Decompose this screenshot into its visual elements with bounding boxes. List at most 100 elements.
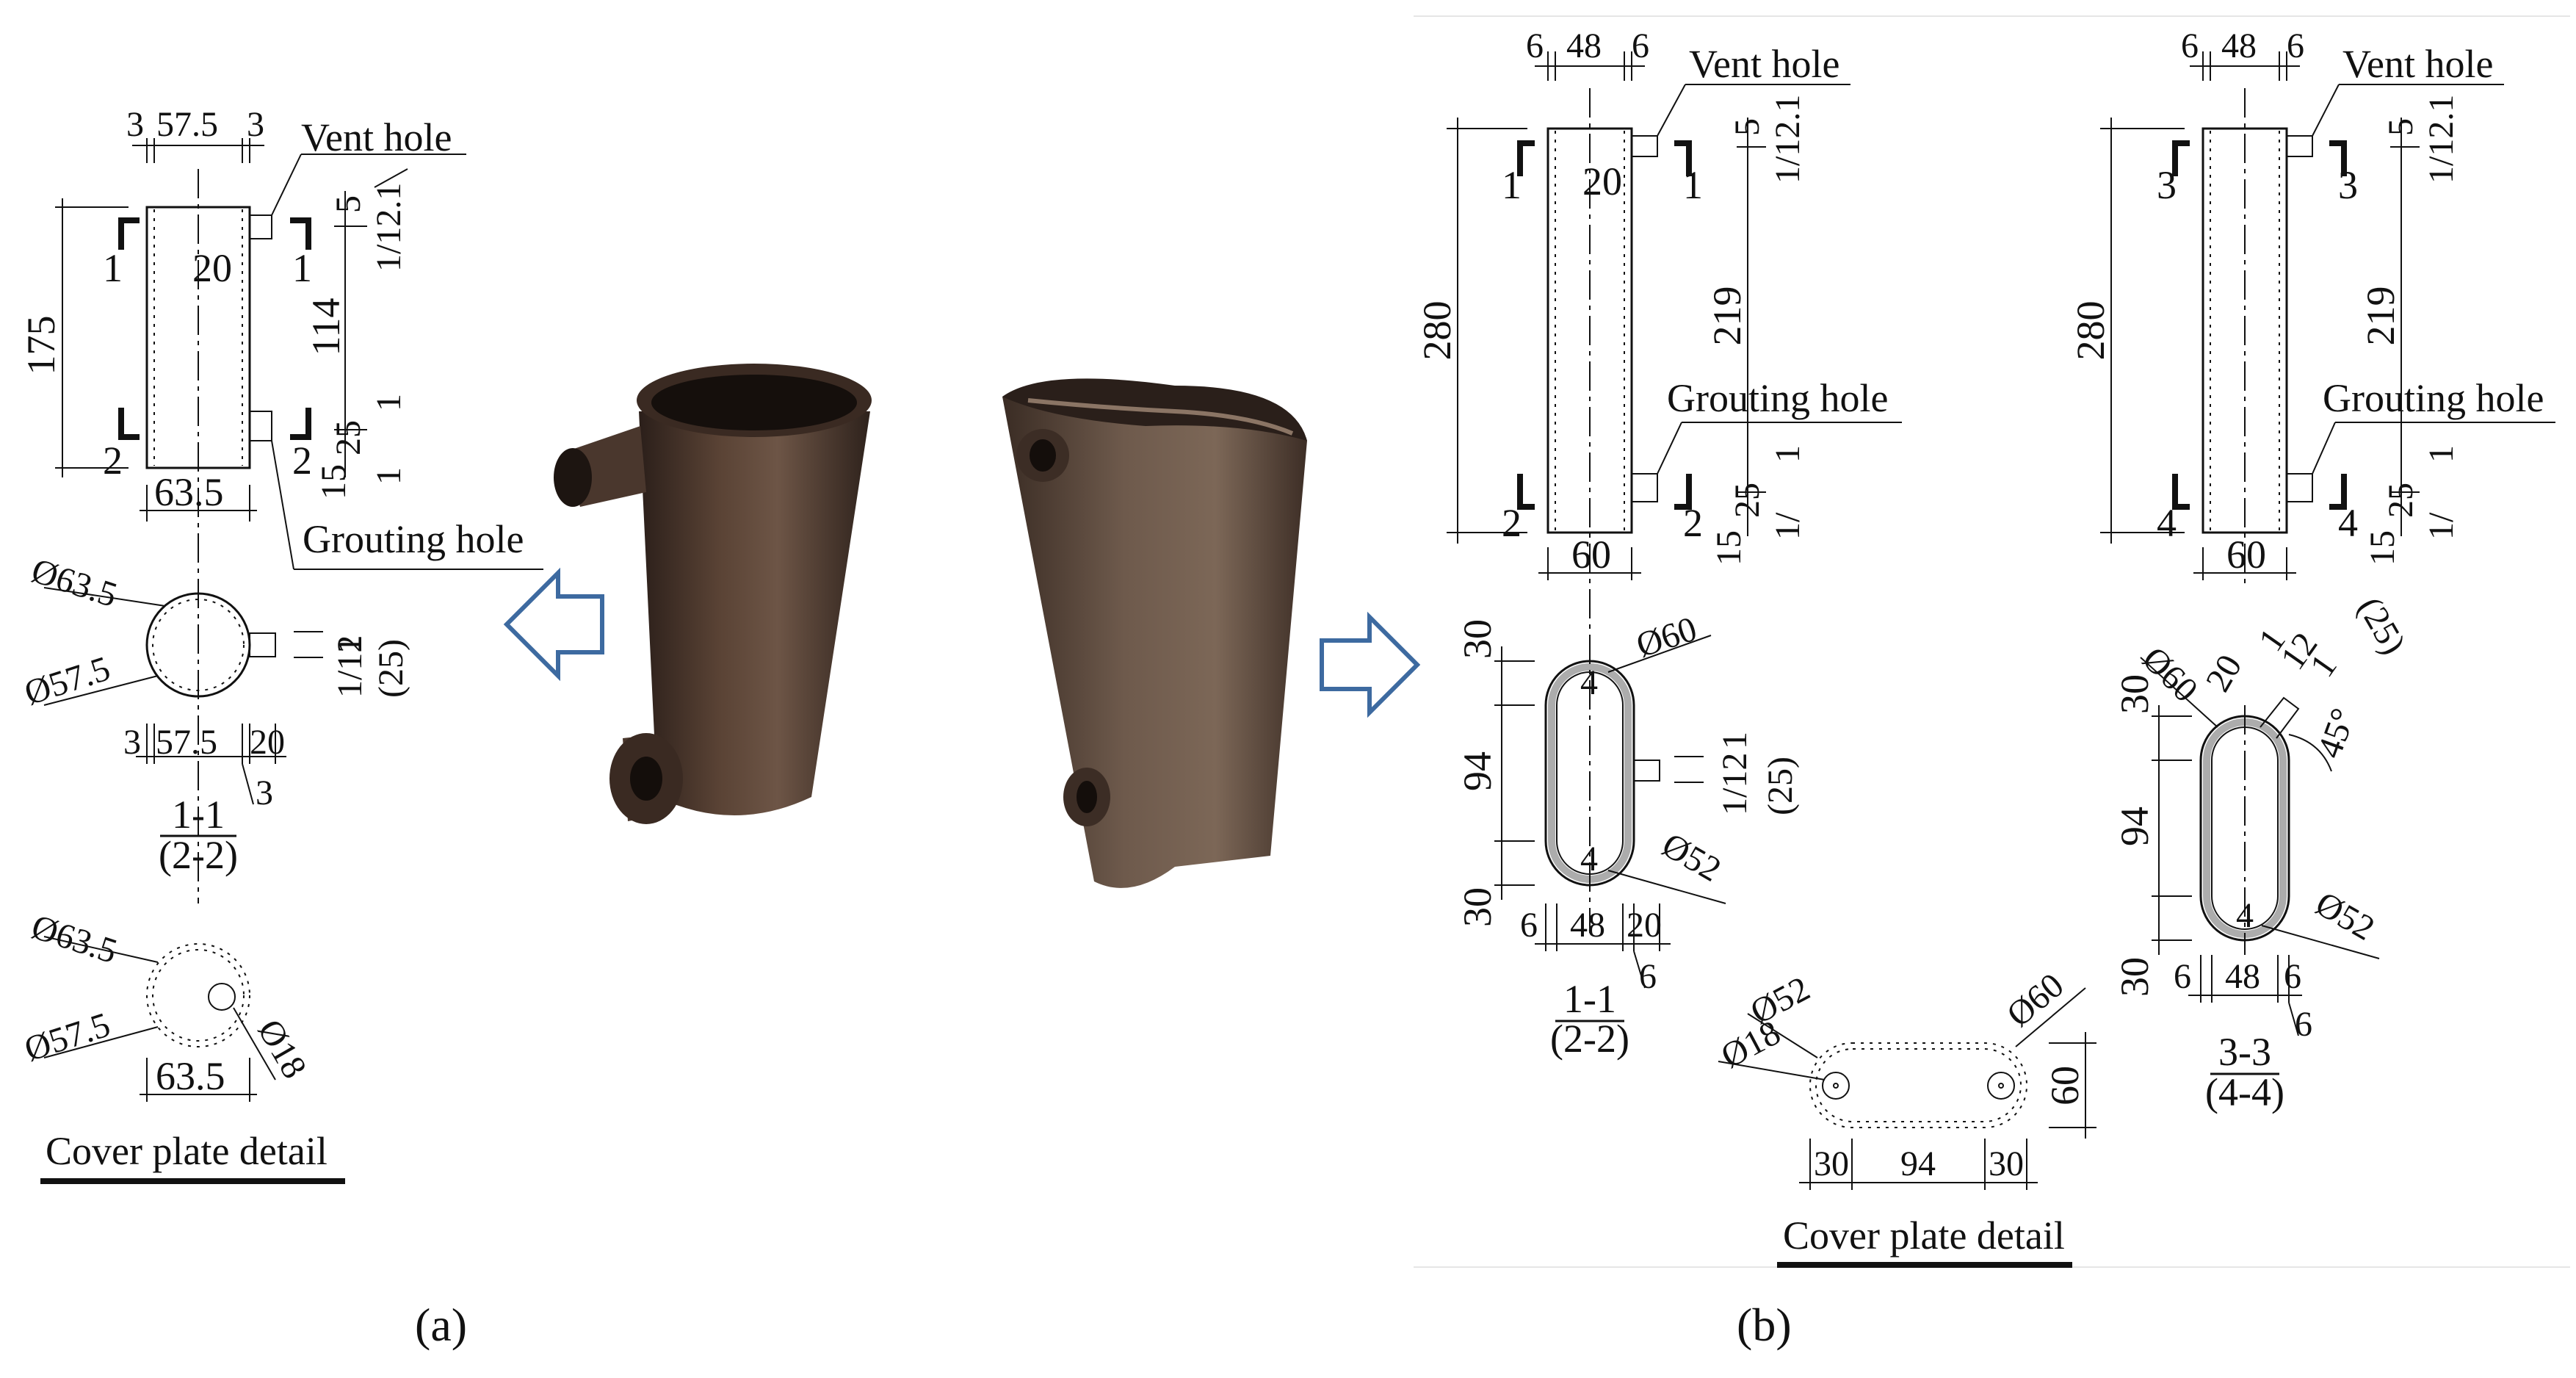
b1-top-dim-3: 6 <box>1632 26 1649 65</box>
panel-b-elevation-2: 6 48 6 Vent hole Grouting hole 280 3 3 <box>2069 26 2555 588</box>
b1-sec-right-bot: 2 <box>1683 501 1703 545</box>
b1-top-dim-2: 48 <box>1566 26 1602 65</box>
b2-sec-dia-52: Ø52 <box>2309 884 2381 948</box>
b1-sec-dia-60: Ø60 <box>1632 610 1701 665</box>
b1-sec-label-den: (2-2) <box>1550 1017 1629 1061</box>
b1-vent-hole-label: Vent hole <box>1689 42 1839 86</box>
b1-top-dim-1: 6 <box>1526 26 1544 65</box>
a-right-15: 15 <box>314 464 353 499</box>
b2-sec-dim-20: 20 <box>2199 648 2250 698</box>
a-sec-label-num: 1-1 <box>172 793 225 837</box>
oval-tube-photo <box>1002 378 1307 888</box>
b1-sec-mark-bot: 4 <box>1580 840 1598 879</box>
circular-tube-photo <box>554 364 872 824</box>
b2-sec-right-bot: 4 <box>2338 501 2358 545</box>
b1-sec-left-bot: 2 <box>1502 501 1522 545</box>
b1-sec-mid-94: 94 <box>1455 751 1499 791</box>
b-cover-dim-94: 94 <box>1900 1144 1936 1183</box>
b1-right-slash: 1/ <box>1768 512 1807 540</box>
b1-right-bot-1: 1 <box>1768 445 1807 463</box>
a-right-bot-1: 1 <box>369 394 408 411</box>
a-right-1-12: 1 <box>369 467 408 485</box>
b-cover-dim-30a: 30 <box>1814 1144 1849 1183</box>
a-span-114: 114 <box>304 298 348 356</box>
panel-b: 6 48 6 Vent hole Grouting hole 280 1 1 <box>1414 15 2570 1351</box>
b-cover-dia-60: Ø60 <box>2000 966 2071 1035</box>
a-sec-dim-2: 57.5 <box>156 723 217 762</box>
a-sec-dim-3: 20 <box>250 723 285 762</box>
b2-sec-label-den: (4-4) <box>2205 1070 2284 1114</box>
b1-sec-right-top: 1 <box>1683 163 1703 207</box>
b2-sec-dim-c: 6 <box>2284 957 2301 996</box>
a-offset-20: 20 <box>192 246 232 290</box>
a-sec-right-c: (25) <box>372 639 410 698</box>
a-top-dim-1: 3 <box>126 105 144 144</box>
photos <box>503 364 1421 888</box>
b2-right-bot-25: 25 <box>2381 483 2420 518</box>
a-right-bot-25: 25 <box>329 420 368 455</box>
a-sec-left-bot: 2 <box>103 439 123 483</box>
b-cover-height: 60 <box>2043 1066 2087 1105</box>
b1-height: 280 <box>1415 301 1459 361</box>
b1-sec-top-30: 30 <box>1455 619 1499 659</box>
panel-a-section: Ø63.5 Ø57.5 1 1/12 (25) 3 57.5 20 3 1-1 … <box>20 551 410 877</box>
panel-b-cover: Ø52 Ø18 Ø60 30 94 30 60 Cover plate deta… <box>1715 966 2096 1268</box>
b2-top-dim-1: 6 <box>2181 26 2199 65</box>
a-right-5: 5 <box>329 195 368 213</box>
a-sec-right-a: 1 <box>330 636 369 654</box>
b1-sec-dia-52: Ø52 <box>1656 826 1728 890</box>
a-height-dim: 175 <box>19 316 63 375</box>
b2-right-1-12-1: 1/12.1 <box>2422 95 2461 184</box>
b1-sec-sub-6: 6 <box>1639 957 1657 996</box>
b1-sec-right-b: 1/12 <box>1715 753 1754 815</box>
a-sec-inner-dia: Ø57.5 <box>20 649 115 713</box>
b2-vent-hole-label: Vent hole <box>2342 42 2493 86</box>
b2-top-dim-3: 6 <box>2287 26 2304 65</box>
caption-a: (a) <box>415 1299 467 1351</box>
b1-sec-left-top: 1 <box>1502 163 1522 207</box>
a-sec-right-b: 1/12 <box>330 635 369 698</box>
a-sec-outer-dia: Ø63.5 <box>27 551 122 615</box>
caption-b: (b) <box>1737 1299 1792 1351</box>
b1-span-219: 219 <box>1705 286 1749 346</box>
panel-b-elevation-1: 6 48 6 Vent hole Grouting hole 280 1 1 <box>1415 26 1902 933</box>
b-cover-title: Cover plate detail <box>1783 1213 2065 1258</box>
b1-right-5: 5 <box>1728 118 1767 136</box>
b2-sec-bot-30: 30 <box>2113 957 2157 997</box>
panel-b-section-1: 30 94 30 Ø60 Ø52 4 4 1 1/12 (25) 6 48 20… <box>1455 610 1800 1061</box>
b2-sec-paren-25: (25) <box>2350 591 2413 661</box>
a-sec-right-top: 1 <box>292 246 312 290</box>
b2-sec-dim-a: 6 <box>2174 957 2191 996</box>
b1-offset-20: 20 <box>1582 159 1622 203</box>
b1-sec-right-c: (25) <box>1761 757 1800 815</box>
a-cover-outer-dia: Ø63.5 <box>27 907 122 971</box>
a-sec-sub-3: 3 <box>256 773 273 812</box>
b2-sec-mark: 4 <box>2236 896 2254 935</box>
panel-a-elevation: 3 57.5 3 Vent hole Grouting hole 175 1 1 <box>19 105 543 903</box>
b2-bottom-width: 60 <box>2226 533 2266 577</box>
b2-right-15: 15 <box>2363 530 2402 566</box>
a-sec-label-den: (2-2) <box>159 833 238 877</box>
panel-b-section-2: Ø60 20 1 12 1 45° (25) 30 94 30 Ø52 4 6 <box>2113 591 2413 1114</box>
b2-height: 280 <box>2069 301 2113 361</box>
a-cover-width: 63.5 <box>156 1054 225 1098</box>
a-vent-hole-label: Vent hole <box>301 115 452 159</box>
b2-sec-top-30: 30 <box>2113 674 2157 714</box>
a-sec-left-top: 1 <box>103 246 123 290</box>
panel-a: 3 57.5 3 Vent hole Grouting hole 175 1 1 <box>19 105 543 1351</box>
a-cover-inner-dia: Ø57.5 <box>20 1005 115 1069</box>
b1-sec-mark-top: 4 <box>1580 663 1598 702</box>
b2-right-slash: 1/ <box>2422 512 2461 540</box>
panel-a-cover: Ø63.5 Ø57.5 Ø18 63.5 Cover plate detail <box>20 907 345 1184</box>
b2-span-219: 219 <box>2359 286 2403 346</box>
b2-sec-dim-1b: 1 <box>2303 647 2345 684</box>
b1-sec-dim-3: 20 <box>1627 906 1662 945</box>
b2-sec-left-bot: 4 <box>2157 501 2177 545</box>
b2-sec-right-top: 3 <box>2338 163 2358 207</box>
b1-sec-right-a: 1 <box>1715 732 1754 749</box>
a-sec-dim-1: 3 <box>123 723 141 762</box>
b1-sec-dim-2: 48 <box>1570 906 1605 945</box>
a-sec-right-bot: 2 <box>292 439 312 483</box>
